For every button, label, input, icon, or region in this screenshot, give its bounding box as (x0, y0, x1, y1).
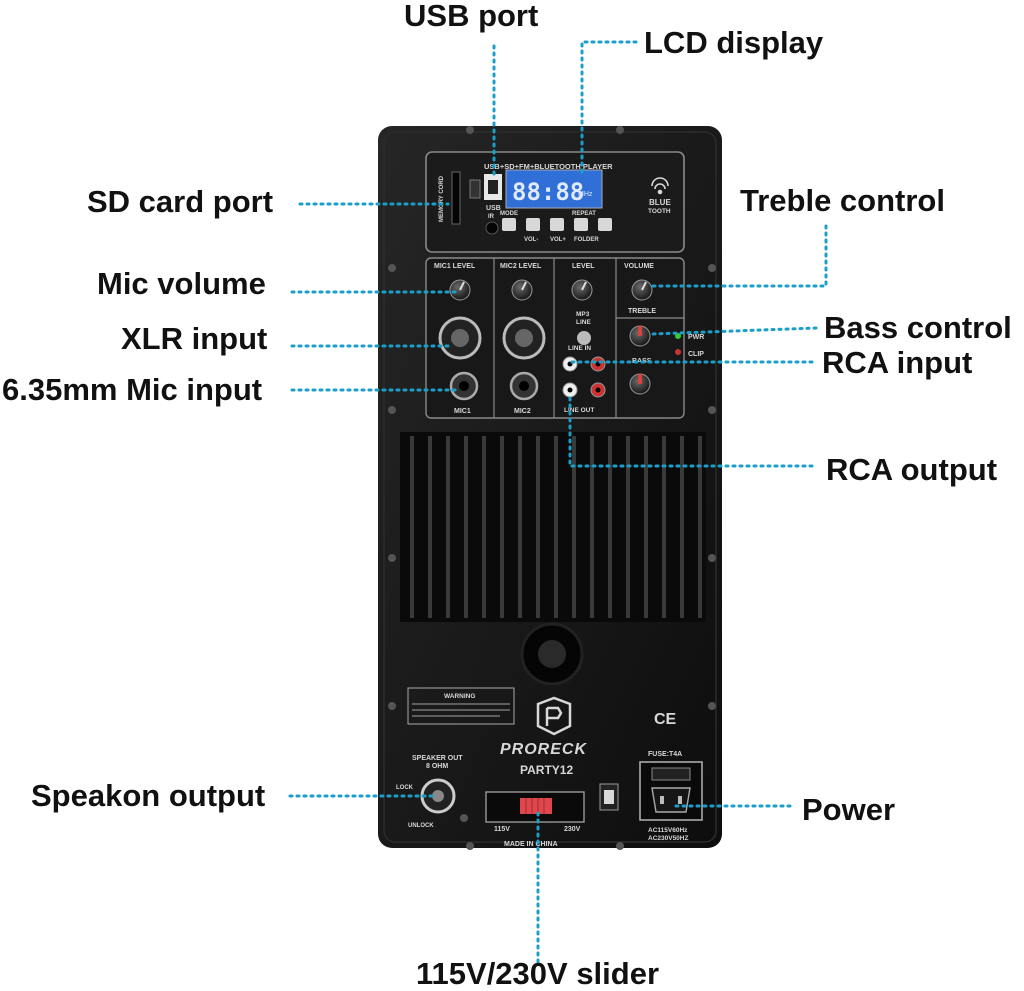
svg-text:VOL-: VOL- (524, 237, 538, 243)
player-buttons[interactable] (502, 218, 612, 231)
heatsink (400, 432, 706, 622)
svg-text:8 OHM: 8 OHM (426, 763, 448, 770)
voltage-slider-icon[interactable] (486, 792, 584, 822)
leader-rca-output (570, 396, 812, 466)
mic2-jack[interactable] (511, 373, 537, 399)
svg-text:MHz: MHz (578, 191, 593, 198)
pwr-led (675, 333, 681, 339)
svg-text:MIC2: MIC2 (514, 408, 531, 415)
mic2-volume-knob[interactable] (512, 280, 532, 300)
callout-treble-control: Treble control (740, 185, 945, 216)
svg-text:AC115V60Hz: AC115V60Hz (648, 827, 688, 834)
sd-card-slot-icon[interactable] (452, 172, 460, 224)
svg-text:115V: 115V (494, 826, 510, 833)
leader-treble (652, 226, 826, 286)
mic1-volume-knob[interactable] (450, 280, 470, 300)
svg-text:88:88: 88:88 (512, 178, 584, 206)
level-knob[interactable] (572, 280, 592, 300)
rca-output-jacks[interactable] (563, 383, 605, 397)
svg-text:LINE: LINE (576, 319, 591, 326)
svg-text:230V: 230V (564, 826, 581, 833)
callout-bass-control: Bass control (824, 312, 1012, 343)
usb-port-icon[interactable] (484, 174, 502, 200)
mic1-jack[interactable] (451, 373, 477, 399)
leader-bass (652, 328, 816, 334)
svg-text:MEMORY CORD: MEMORY CORD (439, 175, 445, 222)
callout-usb-port: USB port (404, 0, 538, 31)
model-name: PARTY12 (520, 763, 573, 777)
bass-port (522, 624, 582, 684)
screws (388, 126, 716, 850)
svg-text:VOL+: VOL+ (550, 237, 566, 243)
svg-text:SPEAKER OUT: SPEAKER OUT (412, 755, 463, 762)
svg-text:MIC1 LEVEL: MIC1 LEVEL (434, 263, 476, 270)
master-volume-knob[interactable] (632, 280, 652, 300)
callout-rca-output: RCA output (826, 454, 997, 485)
callout-lcd-display: LCD display (644, 27, 823, 58)
svg-text:LINE IN: LINE IN (568, 345, 591, 352)
svg-text:MODE: MODE (500, 211, 518, 217)
svg-text:MADE IN CHINA: MADE IN CHINA (504, 841, 558, 848)
callout-power: Power (802, 794, 895, 825)
callout-rca-input: RCA input (822, 347, 972, 378)
svg-text:VOLUME: VOLUME (624, 263, 654, 270)
svg-text:FUSE:T4A: FUSE:T4A (648, 751, 682, 758)
callout-xlr-input: XLR input (121, 323, 267, 354)
rca-input-jacks[interactable] (563, 357, 605, 371)
callout-mic-volume: Mic volume (97, 268, 266, 299)
callout-mic-635-input: 6.35mm Mic input (2, 374, 262, 405)
bass-knob[interactable] (630, 374, 650, 394)
svg-text:TOOTH: TOOTH (648, 208, 671, 215)
warning-label: WARNING (408, 688, 514, 724)
proreck-logo-icon (538, 698, 570, 734)
ce-mark: CE (654, 711, 677, 728)
svg-text:PWR: PWR (688, 334, 704, 341)
clip-led (675, 349, 681, 355)
callout-voltage-slider: 115V/230V slider (416, 958, 659, 989)
mp3-line-switch[interactable] (577, 331, 591, 345)
svg-text:WARNING: WARNING (444, 693, 475, 700)
xlr-input-2[interactable] (504, 318, 544, 358)
treble-knob[interactable] (630, 326, 650, 346)
svg-text:LEVEL: LEVEL (572, 263, 595, 270)
svg-text:CLIP: CLIP (688, 351, 704, 358)
svg-text:UNLOCK: UNLOCK (408, 823, 434, 829)
power-inlet-icon[interactable] (640, 762, 702, 820)
svg-text:TREBLE: TREBLE (628, 308, 656, 315)
svg-text:USB: USB (486, 205, 501, 212)
svg-text:LINE OUT: LINE OUT (564, 407, 594, 414)
callout-speakon-output: Speakon output (31, 780, 265, 811)
lcd-display-icon: 88:88 MHz (506, 170, 602, 208)
svg-text:MP3: MP3 (576, 311, 590, 318)
plate-body (378, 126, 722, 848)
power-switch-icon[interactable] (600, 784, 618, 810)
leader-lcd-display (582, 42, 636, 174)
speakon-output-icon[interactable] (422, 780, 454, 812)
brand-name: PRORECK (500, 741, 587, 758)
svg-text:BASS: BASS (632, 358, 652, 365)
svg-text:MIC1: MIC1 (454, 408, 471, 415)
control-panel: MIC1 LEVEL MIC2 LEVEL LEVEL VOLUME TREBL… (426, 258, 704, 418)
svg-text:FOLDER: FOLDER (574, 237, 599, 243)
svg-text:MIC2 LEVEL: MIC2 LEVEL (500, 263, 542, 270)
svg-text:AC230V50HZ: AC230V50HZ (648, 835, 688, 842)
svg-text:REPEAT: REPEAT (572, 211, 596, 217)
xlr-input-1[interactable] (440, 318, 480, 358)
player-title: USB+SD+FM+BLUETOOTH PLAYER (484, 162, 613, 171)
svg-text:IR: IR (488, 214, 495, 220)
bluetooth-icon (652, 178, 668, 194)
svg-text:LOCK: LOCK (396, 785, 414, 791)
callout-sd-card-port: SD card port (87, 186, 273, 217)
media-player-module: USB+SD+FM+BLUETOOTH PLAYER MEMORY CORD U… (426, 152, 684, 252)
svg-text:BLUE: BLUE (649, 198, 671, 207)
